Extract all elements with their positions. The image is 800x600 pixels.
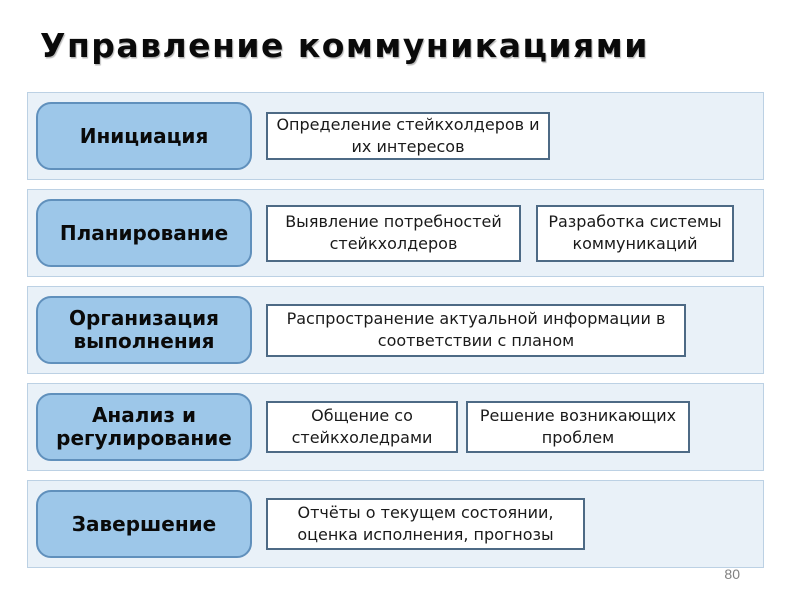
task-box: Разработка системы коммуникаций (536, 204, 734, 262)
process-row-planning: Планирование Выявление потребностей стей… (27, 189, 764, 277)
task-group: Определение стейкхолдеров и их интересов (266, 112, 550, 160)
process-diagram: Инициация Определение стейкхолдеров и их… (27, 92, 764, 577)
slide-title: Управление коммуникациями (40, 26, 649, 65)
task-box: Определение стейкхолдеров и их интересов (266, 112, 550, 160)
stage-shape-execution: Организация выполнения (36, 296, 252, 364)
stage-shape-planning: Планирование (36, 199, 252, 267)
page-number: 80 (724, 566, 740, 582)
task-box: Распространение актуальной информации в … (266, 303, 686, 357)
task-group: Общение со стейкхоледрами Решение возник… (266, 401, 690, 453)
task-group: Отчёты о текущем состоянии, оценка испол… (266, 498, 585, 550)
stage-shape-initiation: Инициация (36, 102, 252, 170)
stage-shape-analysis: Анализ и регулирование (36, 393, 252, 461)
process-row-execution: Организация выполнения Распространение а… (27, 286, 764, 374)
task-box: Выявление потребностей стейкхолдеров (266, 204, 521, 262)
task-box: Общение со стейкхоледрами (266, 401, 458, 453)
task-box: Решение возникающих проблем (466, 401, 690, 453)
task-group: Распространение актуальной информации в … (266, 303, 686, 357)
process-row-initiation: Инициация Определение стейкхолдеров и их… (27, 92, 764, 180)
task-box: Отчёты о текущем состоянии, оценка испол… (266, 498, 585, 550)
process-row-analysis: Анализ и регулирование Общение со стейкх… (27, 383, 764, 471)
process-row-closing: Завершение Отчёты о текущем состоянии, о… (27, 480, 764, 568)
stage-shape-closing: Завершение (36, 490, 252, 558)
task-group: Выявление потребностей стейкхолдеров Раз… (266, 204, 734, 262)
